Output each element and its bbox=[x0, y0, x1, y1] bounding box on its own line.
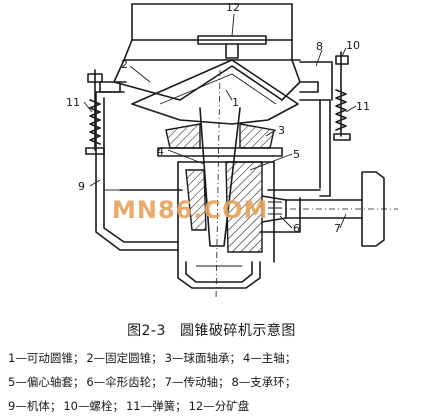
legend-item-1: 1—可动圆锥； bbox=[8, 351, 85, 365]
transmission-shaft bbox=[285, 171, 398, 247]
legend-item-7: 7—传动轴； bbox=[164, 375, 230, 389]
callout-9: 9 bbox=[78, 180, 85, 193]
machine-body bbox=[95, 83, 331, 251]
figure-caption: 图2-3 圆锥破碎机示意图 bbox=[0, 320, 423, 340]
callout-11-left: 11 bbox=[66, 96, 80, 109]
springs bbox=[85, 89, 351, 155]
callout-6: 6 bbox=[293, 222, 300, 235]
legend-item-12: 12—分矿盘 bbox=[188, 399, 250, 413]
crusher-diagram: 12 2 1 3 4 5 6 7 8 10 11 11 9 MN86.COM bbox=[66, 1, 398, 301]
bottom-housing bbox=[177, 261, 261, 289]
legend-item-4: 4—主轴； bbox=[242, 351, 297, 365]
callout-11-right: 11 bbox=[356, 100, 370, 113]
spherical-bearing bbox=[157, 123, 283, 157]
leader-lines bbox=[83, 13, 357, 229]
callouts: 12 2 1 3 4 5 6 7 8 10 11 11 9 bbox=[66, 1, 370, 235]
callout-5: 5 bbox=[293, 148, 300, 161]
legend-item-9: 9—机体； bbox=[8, 399, 62, 413]
callout-8: 8 bbox=[316, 40, 323, 53]
legend-item-10: 10—螺栓； bbox=[63, 399, 124, 413]
legend-item-11: 11—弹簧； bbox=[125, 399, 187, 413]
legend-line: 9—机体；10—螺栓；11—弹簧；12—分矿盘 bbox=[8, 394, 418, 418]
callout-1: 1 bbox=[232, 96, 239, 109]
legend-item-6: 6—伞形齿轮； bbox=[86, 375, 163, 389]
callout-12: 12 bbox=[226, 1, 240, 14]
figure-number: 图2-3 bbox=[127, 323, 166, 339]
callout-3: 3 bbox=[278, 124, 285, 137]
legend-line: 5—偏心轴套；6—伞形齿轮；7—传动轴；8—支承环； bbox=[8, 370, 418, 394]
figure-title: 圆锥破碎机示意图 bbox=[179, 323, 296, 339]
callout-4: 4 bbox=[157, 145, 164, 158]
eccentric-sleeve bbox=[177, 161, 275, 263]
legend: 1—可动圆锥；2—固定圆锥；3—球面轴承；4—主轴； 5—偏心轴套；6—伞形齿轮… bbox=[8, 346, 418, 418]
fixed-cone bbox=[99, 3, 319, 101]
callout-10: 10 bbox=[346, 39, 360, 52]
callout-2: 2 bbox=[121, 58, 128, 71]
watermark: MN86.COM bbox=[112, 196, 268, 224]
movable-cone bbox=[131, 59, 299, 125]
legend-line: 1—可动圆锥；2—固定圆锥；3—球面轴承；4—主轴； bbox=[8, 346, 418, 370]
callout-7: 7 bbox=[334, 222, 341, 235]
distributing-plate bbox=[197, 35, 267, 59]
legend-item-8: 8—支承环； bbox=[231, 375, 297, 389]
support-ring bbox=[87, 51, 349, 151]
legend-item-3: 3—球面轴承； bbox=[164, 351, 241, 365]
legend-item-5: 5—偏心轴套； bbox=[8, 375, 85, 389]
legend-item-2: 2—固定圆锥； bbox=[86, 351, 163, 365]
bevel-gear bbox=[261, 195, 287, 223]
